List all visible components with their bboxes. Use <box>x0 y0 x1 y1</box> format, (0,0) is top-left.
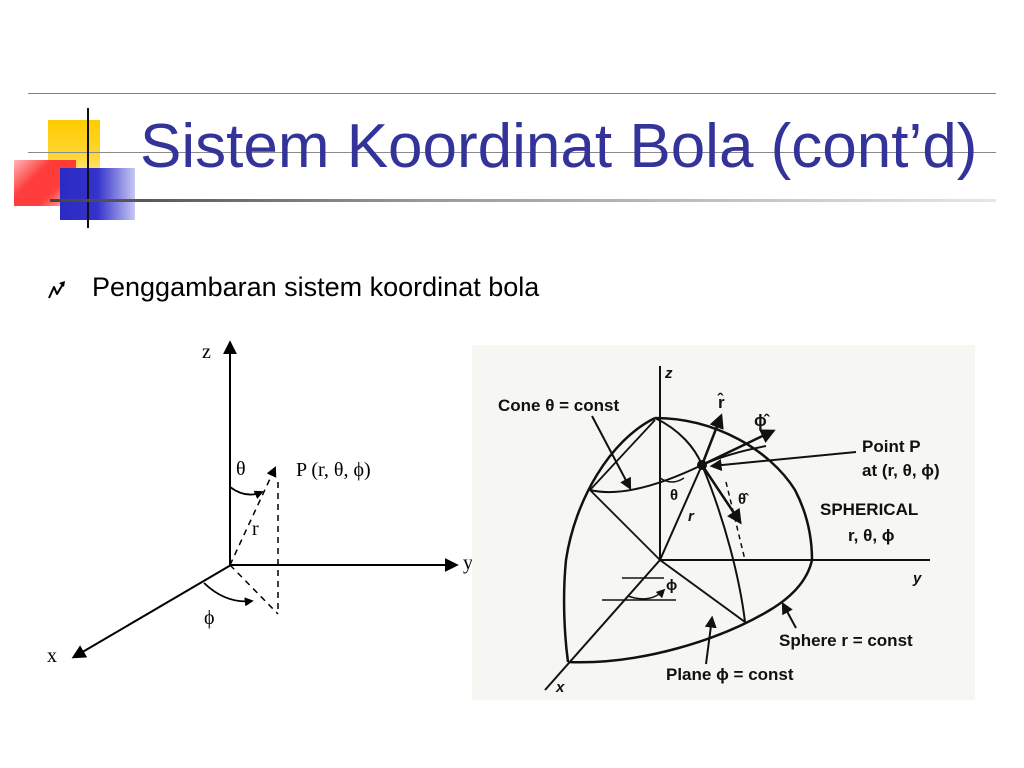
lightning-bullet-icon <box>48 281 65 299</box>
radius-line <box>229 466 277 566</box>
phi-arc <box>627 588 666 600</box>
spherical-diagram-left: z y x θ P (r, θ, ϕ) r ϕ <box>47 340 473 667</box>
theta-label: θ <box>236 458 246 480</box>
bullet-text: Penggambaran sistem koordinat bola <box>92 272 540 302</box>
plane-label: Plane ϕ = const <box>666 665 794 684</box>
theta-hat-vector <box>700 464 742 525</box>
plane-meridian-bottom <box>701 464 746 623</box>
top-rule <box>28 93 996 94</box>
z-axis-label: z <box>664 365 673 382</box>
decor-vertical-line <box>87 108 89 228</box>
decor-blue-square <box>60 168 135 220</box>
point-label-line1: Point P <box>862 437 921 456</box>
theta-label: θ <box>670 487 678 504</box>
phi-arc <box>203 582 254 607</box>
sphere-label: Sphere r = const <box>779 631 913 650</box>
r-hat-vector <box>700 413 724 466</box>
x-axis-label: x <box>47 645 57 667</box>
y-axis-label: y <box>912 570 922 587</box>
x-axis <box>71 564 232 659</box>
slide-title: Sistem Koordinat Bola (cont’d) <box>140 112 978 181</box>
r-label: r <box>252 518 259 540</box>
spherical-diagram-right: z y x Cone θ = const Point P at (r, θ, ϕ… <box>472 345 975 700</box>
point-label: P (r, θ, ϕ) <box>296 459 371 481</box>
title-rule <box>28 152 996 153</box>
point-label-line2: at (r, θ, ϕ) <box>862 461 940 480</box>
phi-hat-label: ϕ̂ <box>754 411 771 430</box>
plane-meridian-top <box>654 417 703 466</box>
projection-radial <box>229 564 279 615</box>
title-underline <box>50 199 996 202</box>
r-label: r <box>688 508 695 525</box>
x-axis-label: x <box>555 679 565 696</box>
x-axis <box>544 559 661 691</box>
r-hat-label: r̂ <box>716 392 725 412</box>
system-label-line2: r, θ, ϕ <box>848 526 895 545</box>
phi-label: ϕ <box>666 577 677 594</box>
plane-base-line <box>659 559 746 623</box>
point-pointer <box>709 451 857 472</box>
y-axis-label: y <box>463 552 473 574</box>
point-p-marker <box>697 460 707 470</box>
radius-line <box>659 464 703 561</box>
system-label-line1: SPHERICAL <box>820 500 918 519</box>
theta-hat-label: θ̂ <box>738 491 749 508</box>
cone-pointer <box>591 415 632 491</box>
sphere-right-edge <box>654 416 814 561</box>
phi-label: ϕ <box>204 607 215 629</box>
theta-arc <box>229 486 264 500</box>
sphere-pointer <box>781 601 797 629</box>
z-axis-label: z <box>202 341 211 363</box>
cone-generator-left <box>589 489 661 561</box>
theta-arc <box>659 477 685 483</box>
cone-edge-top <box>589 419 656 491</box>
plane-pointer <box>704 615 717 665</box>
sphere-left-edge <box>562 416 656 663</box>
cone-label: Cone θ = const <box>498 396 619 415</box>
sphere-bottom-edge <box>567 559 814 664</box>
